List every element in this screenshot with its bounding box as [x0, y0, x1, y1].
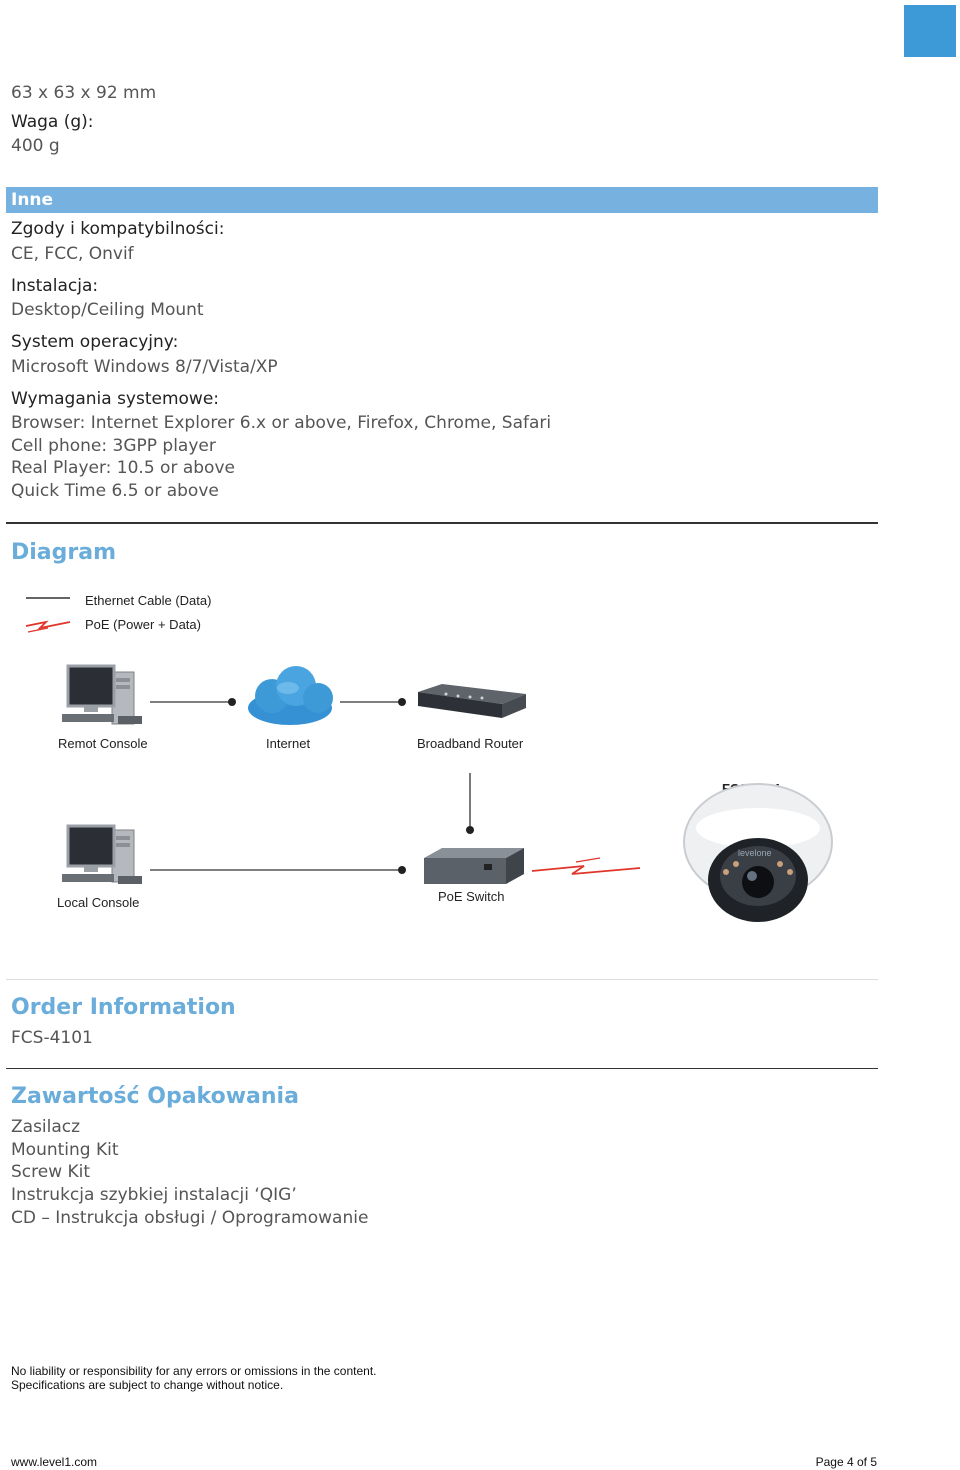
package-item: Instrukcja szybkiej instalacji ‘QIG’: [11, 1185, 297, 1205]
order-information-heading: Order Information: [11, 995, 236, 1020]
legend-poe: PoE (Power + Data): [25, 617, 201, 633]
router-label: Broadband Router: [417, 736, 524, 751]
installation-label: Instalacja:: [11, 276, 99, 296]
broadband-router-icon: [418, 684, 526, 718]
compliance-label: Zgody i kompatybilności:: [11, 219, 225, 239]
link-endpoint: [398, 698, 406, 706]
os-label: System operacyjny:: [11, 332, 179, 352]
weight-value: 400 g: [11, 136, 60, 156]
remote-console-label: Remot Console: [58, 736, 148, 751]
requirement-item: Browser: Internet Explorer 6.x or above,…: [11, 413, 552, 433]
dimensions-value: 63 x 63 x 92 mm: [11, 83, 157, 103]
section-divider: [6, 522, 878, 524]
legend-poe-label: PoE (Power + Data): [85, 617, 201, 632]
internet-cloud-icon: [248, 666, 333, 725]
network-diagram: Ethernet Cable (Data) PoE (Power + Data)…: [25, 593, 833, 922]
legend-ethernet: Ethernet Cable (Data): [26, 593, 211, 608]
package-item: Screw Kit: [11, 1162, 91, 1182]
legend-poe-line: [25, 620, 71, 630]
local-console-label: Local Console: [57, 895, 139, 910]
os-value: Microsoft Windows 8/7/Vista/XP: [11, 357, 278, 377]
disclaimer-line-1: No liability or responsibility for any e…: [11, 1364, 377, 1378]
dome-camera-icon: levelone: [683, 783, 833, 922]
link-endpoint: [398, 866, 406, 874]
poe-switch-label: PoE Switch: [438, 889, 504, 904]
section-divider: [6, 1068, 878, 1069]
order-model: FCS-4101: [11, 1028, 93, 1048]
compliance-value: CE, FCC, Onvif: [11, 244, 134, 264]
installation-value: Desktop/Ceiling Mount: [11, 300, 204, 320]
requirements-label: Wymagania systemowe:: [11, 389, 220, 409]
brand-corner-square: [904, 5, 956, 57]
section-title-inne: Inne: [11, 190, 54, 210]
internet-label: Internet: [266, 736, 310, 751]
section-bar-inne: Inne: [6, 187, 878, 213]
poe-link: [531, 865, 641, 875]
package-item: CD – Instrukcja obsługi / Oprogramowanie: [11, 1208, 369, 1228]
link-endpoint: [228, 698, 236, 706]
link-endpoint: [466, 826, 474, 834]
local-console-pc-icon: [62, 824, 142, 884]
requirement-item: Cell phone: 3GPP player: [11, 436, 216, 456]
page-number: Page 4 of 5: [815, 1455, 877, 1469]
legend-ethernet-label: Ethernet Cable (Data): [85, 593, 211, 608]
requirement-item: Real Player: 10.5 or above: [11, 458, 235, 478]
disclaimer-line-2: Specifications are subject to change wit…: [11, 1378, 284, 1392]
requirement-item: Quick Time 6.5 or above: [11, 481, 219, 501]
camera-brand-logo: levelone: [738, 848, 772, 858]
package-item: Zasilacz: [11, 1117, 81, 1137]
package-item: Mounting Kit: [11, 1140, 119, 1160]
poe-switch-icon: [424, 848, 524, 884]
weight-label: Waga (g):: [11, 112, 94, 132]
website-link[interactable]: www.level1.com: [11, 1455, 98, 1469]
diagram-heading: Diagram: [11, 540, 117, 565]
section-divider: [6, 979, 878, 980]
remote-console-pc-icon: [62, 664, 142, 725]
package-contents-heading: Zawartość Opakowania: [11, 1084, 299, 1109]
